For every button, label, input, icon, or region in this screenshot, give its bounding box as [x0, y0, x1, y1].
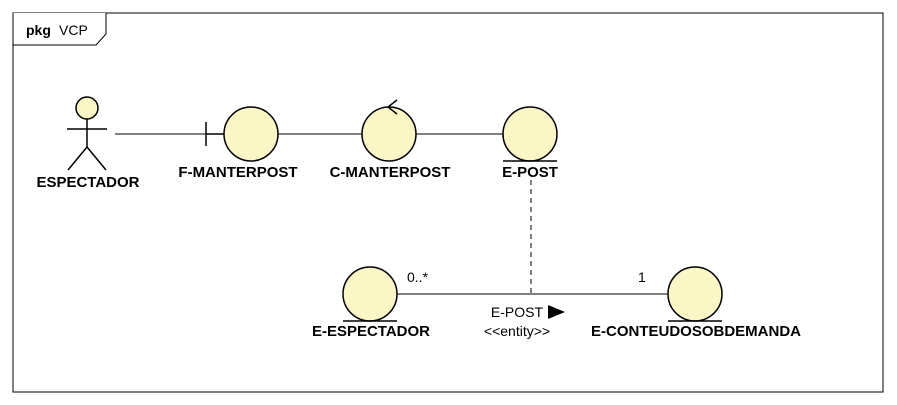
association-stereotype: <<entity>> — [484, 323, 550, 339]
actor-left-leg — [67, 146, 88, 171]
package-tab — [12, 13, 107, 46]
entity-e-espectador[interactable] — [342, 266, 398, 322]
entity-e-conteudosobdemanda[interactable] — [667, 266, 723, 322]
multiplicity-left: 0..* — [407, 269, 429, 285]
association-direction-arrow — [548, 305, 565, 319]
package-keyword: pkg — [26, 22, 51, 38]
actor-espectador[interactable] — [67, 96, 107, 171]
actor-label: ESPECTADOR — [36, 174, 139, 191]
entity-circle — [502, 106, 558, 162]
entity-e-post[interactable] — [502, 106, 558, 162]
entity-circle — [667, 266, 723, 322]
control-c-manterpost[interactable] — [361, 99, 417, 162]
boundary-circle — [223, 106, 279, 162]
control-arrowhead — [386, 99, 398, 115]
entity-label: E-ESPECTADOR — [312, 323, 430, 340]
package-name: VCP — [59, 22, 88, 38]
boundary-label: F-MANTERPOST — [178, 164, 297, 181]
package-frame — [12, 12, 884, 393]
actor-head — [75, 96, 99, 120]
entity-label: E-POST — [502, 164, 558, 181]
association-name: E-POST — [491, 304, 544, 320]
multiplicity-right: 1 — [638, 269, 646, 285]
control-circle — [361, 106, 417, 162]
actor-right-leg — [86, 146, 107, 171]
boundary-f-manterpost[interactable] — [205, 106, 279, 162]
control-label: C-MANTERPOST — [330, 164, 451, 181]
entity-circle — [342, 266, 398, 322]
entity-label: E-CONTEUDOSOBDEMANDA — [591, 323, 801, 340]
